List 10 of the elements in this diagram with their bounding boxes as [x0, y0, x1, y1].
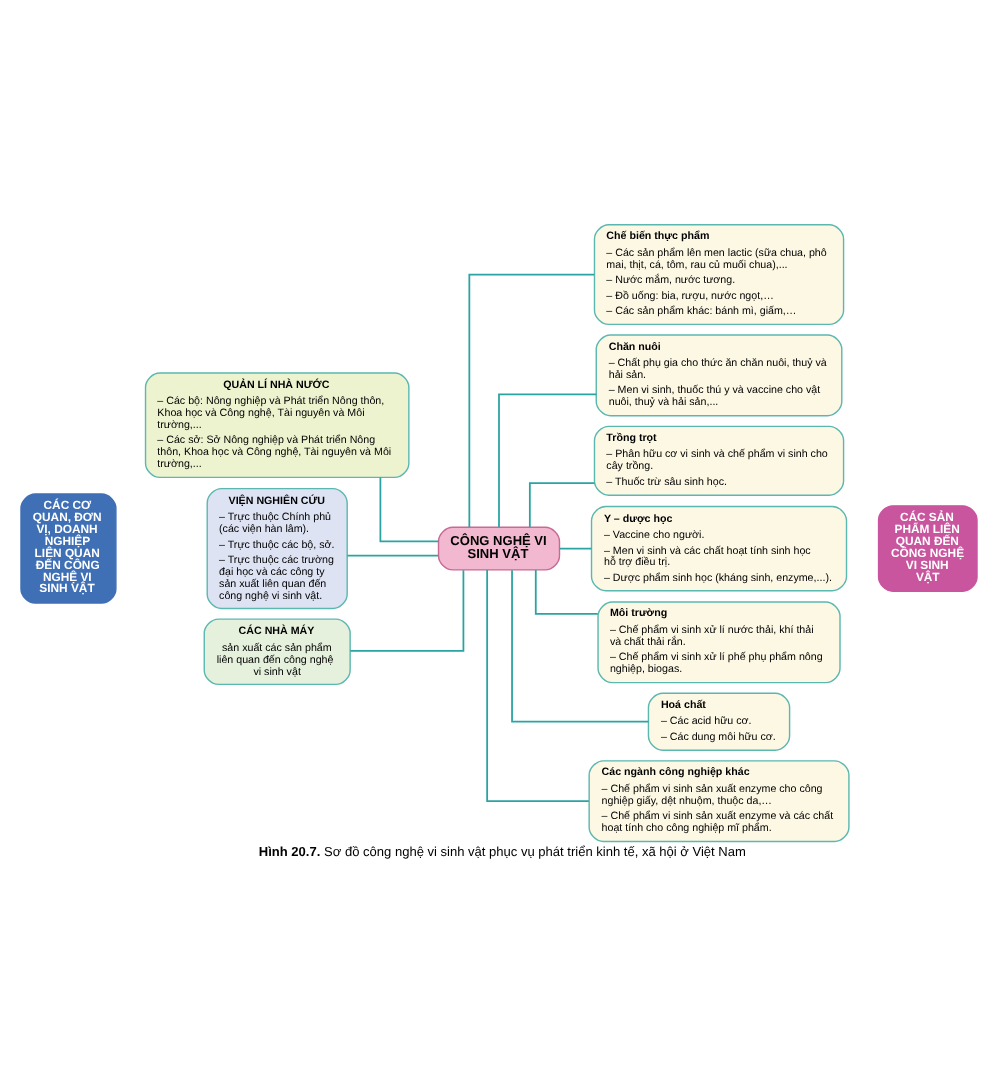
connector [558, 547, 593, 550]
connector [468, 273, 596, 528]
connector [498, 393, 598, 528]
connector [379, 476, 440, 543]
connector [486, 569, 590, 803]
connector [534, 569, 599, 615]
connector [346, 554, 440, 557]
connector [511, 569, 650, 723]
connector [528, 482, 596, 528]
connector [349, 569, 465, 652]
